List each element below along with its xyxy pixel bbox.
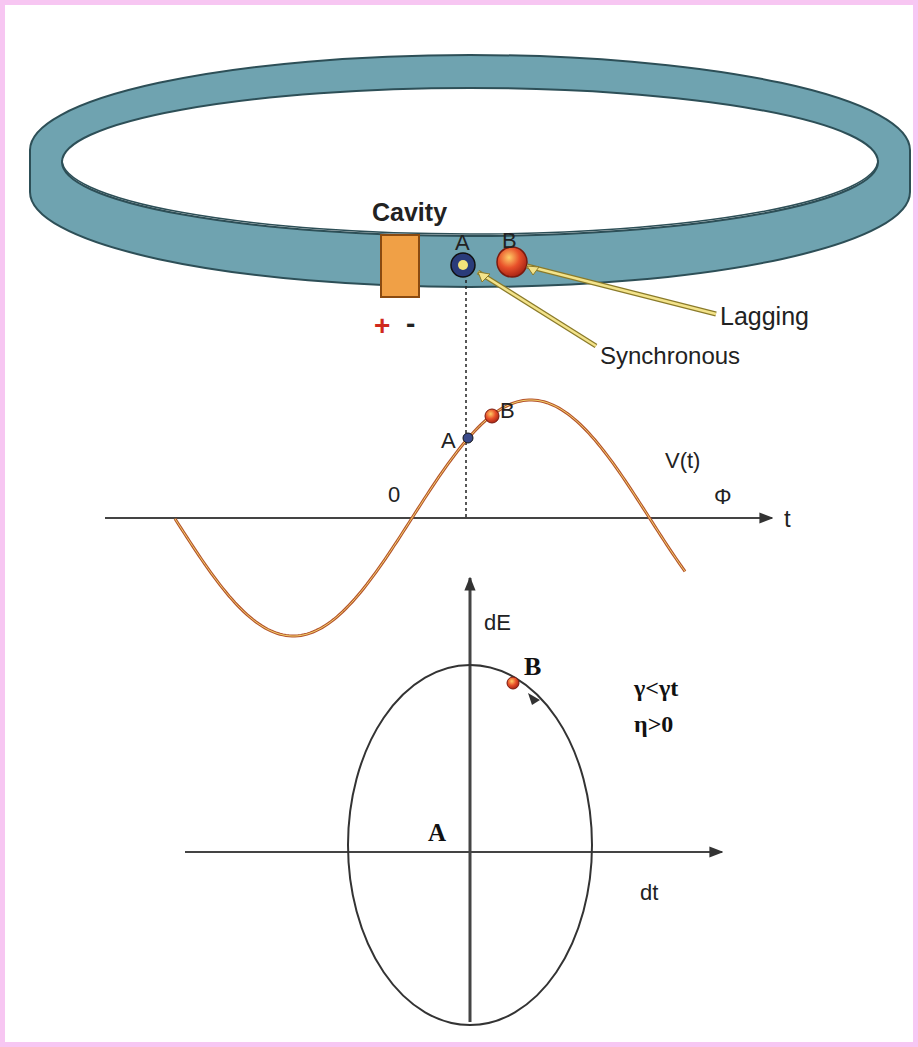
condition-text: γ<γt bbox=[634, 676, 678, 700]
particle-label: A bbox=[455, 232, 470, 254]
axis-label: dt bbox=[640, 882, 658, 904]
callout-text: Lagging bbox=[720, 304, 809, 329]
callout-text: Synchronous bbox=[600, 344, 740, 368]
axis-label: dE bbox=[484, 612, 511, 634]
de-axis bbox=[469, 578, 472, 1022]
leader-line bbox=[527, 266, 716, 314]
ring-edge bbox=[62, 160, 878, 234]
condition-text: η>0 bbox=[634, 712, 673, 736]
point-b-phase bbox=[507, 677, 519, 689]
point-label: A bbox=[428, 820, 446, 845]
axis-label: t bbox=[784, 507, 791, 531]
cavity-box: Cavity bbox=[372, 200, 447, 298]
dt-axis bbox=[185, 851, 722, 853]
particle-label: B bbox=[502, 230, 517, 252]
point-b bbox=[485, 409, 499, 423]
phase-ellipse bbox=[348, 665, 592, 1025]
phase-symbol: Φ bbox=[714, 486, 732, 508]
point-a bbox=[463, 433, 473, 443]
point-label: B bbox=[524, 654, 541, 680]
polarity-plus: + bbox=[374, 312, 390, 340]
signal-name: V(t) bbox=[665, 450, 700, 472]
cavity-label: Cavity bbox=[372, 200, 447, 225]
axis-origin: 0 bbox=[388, 484, 400, 506]
particle-a bbox=[451, 253, 475, 277]
time-axis bbox=[105, 517, 772, 519]
direction-arrow bbox=[528, 693, 540, 705]
leader-line bbox=[478, 272, 596, 346]
particle-a-core bbox=[458, 260, 468, 270]
cavity-body bbox=[380, 234, 420, 298]
rf-wave bbox=[175, 400, 685, 636]
point-label: A bbox=[441, 430, 456, 452]
polarity-minus: - bbox=[406, 310, 415, 338]
point-label: B bbox=[500, 400, 515, 422]
rf-wave-core bbox=[175, 400, 685, 636]
dashed-line bbox=[465, 280, 467, 520]
ring-hole bbox=[62, 88, 878, 236]
